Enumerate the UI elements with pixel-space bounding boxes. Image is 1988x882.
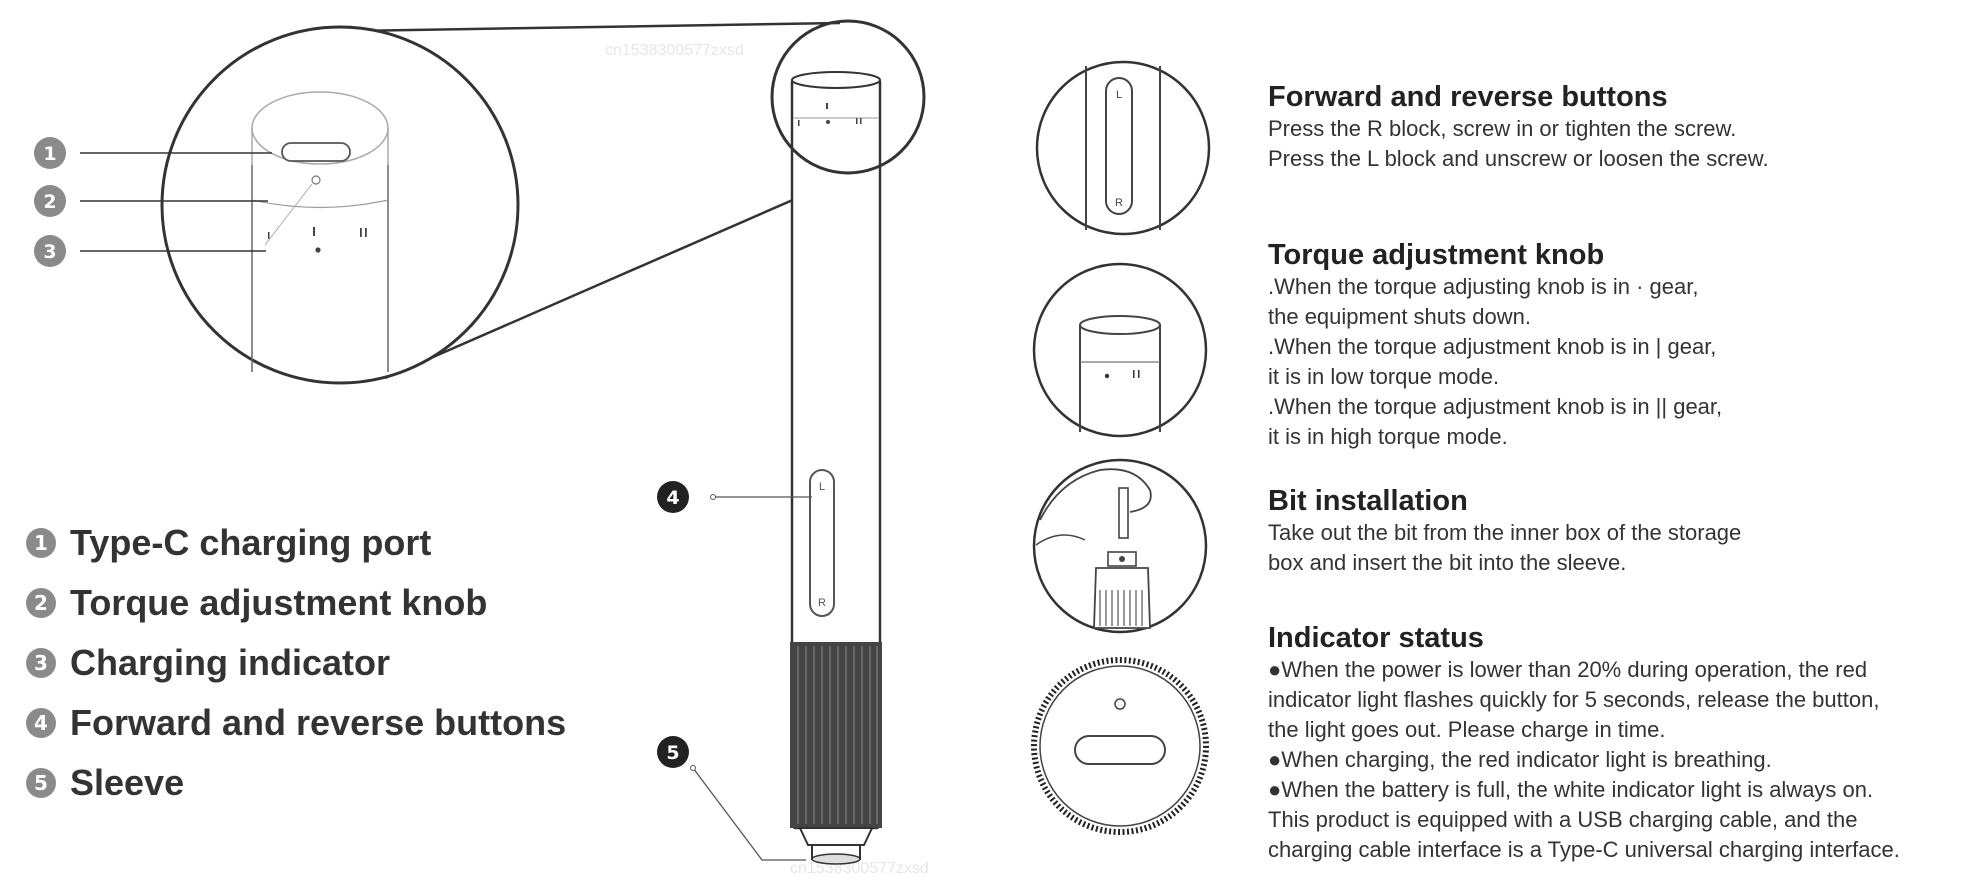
section-line: it is in high torque mode. <box>1268 424 1508 449</box>
legend-number-1: 1 <box>26 528 56 558</box>
section-line: the equipment shuts down. <box>1268 304 1531 329</box>
watermark-text: cn1538300577zxsd <box>605 42 744 59</box>
zoom-circle-top-cap <box>160 25 520 385</box>
illustration-indicator-cap <box>1031 657 1209 835</box>
illustration-torque-knob <box>1032 262 1208 438</box>
legend-item-torque-knob: 2 Torque adjustment knob <box>26 573 566 633</box>
zoom-source-circle <box>770 19 926 175</box>
illustration-bit-install <box>1032 458 1208 634</box>
zoom-callout-badges: 1 2 3 <box>34 137 66 267</box>
section-title: Indicator status <box>1268 622 1484 654</box>
callout-buttons: 4 <box>657 481 812 513</box>
section-bit-install: Bit installation Take out the bit from t… <box>1268 484 1988 578</box>
screwdriver-body: L R <box>790 71 882 865</box>
body-button-letter-l: L <box>819 481 825 493</box>
legend-item-charging-port: 1 Type-C charging port <box>26 513 566 573</box>
legend-number-2: 2 <box>26 588 56 618</box>
zoom-connector-lines <box>349 21 851 380</box>
callout-number-5: 5 <box>666 742 679 764</box>
legend-label-2: Torque adjustment knob <box>70 582 488 623</box>
legend-item-direction-buttons: 4 Forward and reverse buttons <box>26 693 566 753</box>
section-title: Forward and reverse buttons <box>1268 81 1668 113</box>
section-indicator-status: Indicator status ●When the power is lowe… <box>1268 621 1988 865</box>
section-line: ●When charging, the red indicator light … <box>1268 747 1772 772</box>
callout-number-3: 3 <box>43 241 56 263</box>
section-line: charging cable interface is a Type-C uni… <box>1268 837 1900 862</box>
legend-number-3: 3 <box>26 648 56 678</box>
section-line: ●When the power is lower than 20% during… <box>1268 657 1868 682</box>
callout-number-2: 2 <box>43 191 56 213</box>
body-button-letter-r: R <box>818 597 826 609</box>
section-line: .When the torque adjusting knob is in · … <box>1268 274 1699 299</box>
section-line: the light goes out. Please charge in tim… <box>1268 717 1666 742</box>
section-line: Press the L block and unscrew or loosen … <box>1268 146 1769 171</box>
callout-number-4: 4 <box>666 487 679 509</box>
section-line: Take out the bit from the inner box of t… <box>1268 520 1742 545</box>
section-title: Bit installation <box>1268 485 1468 517</box>
illus-letter-r: R <box>1115 197 1123 209</box>
callout-sleeve: 5 <box>657 736 806 861</box>
legend-label-3: Charging indicator <box>70 642 391 683</box>
grip-ridges <box>797 646 878 824</box>
section-line: .When the torque adjustment knob is in |… <box>1268 334 1717 359</box>
section-line: This product is equipped with a USB char… <box>1268 807 1858 832</box>
section-torque-knob: Torque adjustment knob .When the torque … <box>1268 238 1988 452</box>
callout-number-1: 1 <box>43 143 56 165</box>
legend-number-4: 4 <box>26 708 56 738</box>
legend-label-1: Type-C charging port <box>70 522 432 563</box>
legend-number-5: 5 <box>26 768 56 798</box>
section-line: .When the torque adjustment knob is in |… <box>1268 394 1723 419</box>
section-line: indicator light flashes quickly for 5 se… <box>1268 687 1880 712</box>
section-title: Torque adjustment knob <box>1268 239 1605 271</box>
zoom-callout-lines <box>80 152 272 252</box>
parts-legend: 1 Type-C charging port 2 Torque adjustme… <box>26 513 566 813</box>
legend-label-4: Forward and reverse buttons <box>70 702 567 743</box>
section-line: box and insert the bit into the sleeve. <box>1268 550 1627 575</box>
legend-item-charging-indicator: 3 Charging indicator <box>26 633 566 693</box>
section-line: Press the R block, screw in or tighten t… <box>1268 116 1737 141</box>
legend-item-sleeve: 5 Sleeve <box>26 753 566 813</box>
watermark-text-bottom: cn1538300577zxsd <box>790 860 929 877</box>
illus-letter-l: L <box>1116 89 1122 101</box>
section-line: ●When the battery is full, the white ind… <box>1268 777 1874 802</box>
legend-label-5: Sleeve <box>70 762 185 803</box>
section-direction-buttons: Forward and reverse buttons Press the R … <box>1268 80 1988 174</box>
illustration-direction-buttons: L R <box>1035 60 1211 236</box>
section-line: it is in low torque mode. <box>1268 364 1500 389</box>
